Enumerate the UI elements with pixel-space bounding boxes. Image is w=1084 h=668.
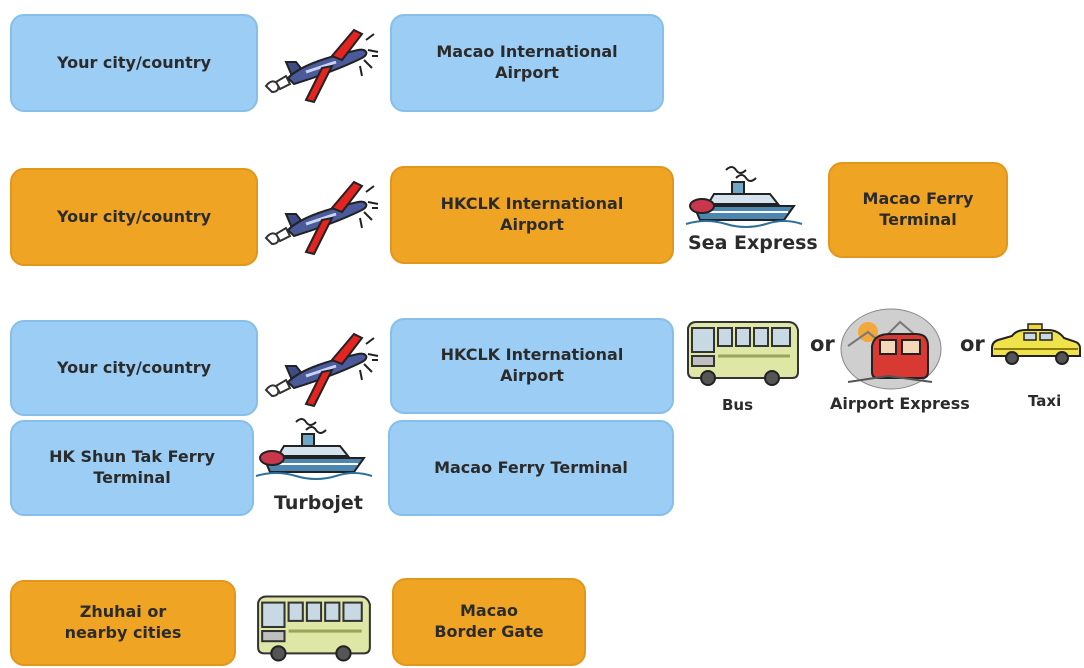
airplane-icon (264, 28, 380, 104)
route4-origin-box: Zhuhai or nearby cities (10, 580, 236, 666)
bus-icon (686, 320, 800, 387)
airport-express-caption: Airport Express (830, 394, 970, 413)
route4-destination-label: Macao Border Gate (434, 601, 544, 641)
route2-destination-label: Macao Ferry Terminal (862, 189, 974, 229)
ferry-icon (255, 418, 373, 480)
airplane-icon (264, 180, 380, 256)
route3-origin-label: Your city/country (56, 357, 212, 377)
route3-hkclk-box: HKCLK International Airport (390, 318, 674, 414)
route4-origin-label: Zhuhai or nearby cities (64, 602, 182, 642)
bus-icon (256, 594, 372, 663)
route3-shun-tak-label: HK Shun Tak Ferry Terminal (49, 447, 215, 487)
airplane-icon (264, 332, 380, 408)
route1-destination-label: Macao International Airport (436, 42, 618, 82)
route4-destination-box: Macao Border Gate (392, 578, 586, 666)
taxi-caption: Taxi (1028, 392, 1062, 410)
route1-destination-box: Macao International Airport (390, 14, 664, 112)
route2-hkclk-box: HKCLK International Airport (390, 166, 674, 264)
route2-origin-box: Your city/country (10, 168, 258, 266)
route3-destination-label: Macao Ferry Terminal (434, 457, 628, 477)
route3-destination-box: Macao Ferry Terminal (388, 420, 674, 516)
route3-shun-tak-box: HK Shun Tak Ferry Terminal (10, 420, 254, 516)
route1-origin-box: Your city/country (10, 14, 258, 112)
ferry-icon (685, 166, 803, 228)
route2-hkclk-label: HKCLK International Airport (440, 194, 624, 234)
route3-origin-box: Your city/country (10, 320, 258, 416)
bus-caption: Bus (722, 396, 754, 414)
route1-origin-label: Your city/country (56, 52, 212, 72)
turbojet-caption: Turbojet (274, 492, 363, 514)
or-text: or (960, 332, 985, 356)
route2-origin-label: Your city/country (56, 206, 212, 226)
route2-destination-box: Macao Ferry Terminal (828, 162, 1008, 258)
taxi-icon (991, 323, 1081, 365)
sea-express-caption: Sea Express (688, 232, 818, 254)
or-text: or (810, 332, 835, 356)
train-icon (840, 308, 942, 390)
route3-hkclk-label: HKCLK International Airport (440, 345, 624, 385)
